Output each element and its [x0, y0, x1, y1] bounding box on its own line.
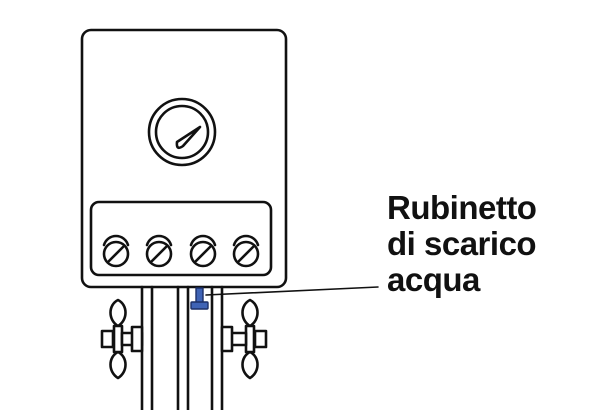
rotary-knob-icon: [102, 234, 130, 268]
drain-tap-icon: [190, 287, 209, 310]
rotary-knob-icon: [189, 234, 217, 268]
valve-handle-icon: [220, 298, 268, 380]
rotary-knob-icon: [145, 234, 173, 268]
drain-tap-label-line-1: Rubinetto: [387, 189, 537, 226]
valve-handle-icon: [100, 298, 144, 380]
rotary-knob-icon: [232, 234, 260, 268]
knob-row: [102, 234, 260, 268]
control-panel: [89, 200, 273, 277]
callout-leader-line: [205, 286, 379, 296]
drain-tap-label-line-3: acqua: [387, 261, 480, 298]
drain-tap-label: Rubinetto di scarico acqua: [387, 189, 537, 298]
pressure-gauge-icon: [147, 97, 217, 167]
drain-tap-label-line-2: di scarico: [387, 225, 537, 262]
pipes: [140, 285, 224, 410]
